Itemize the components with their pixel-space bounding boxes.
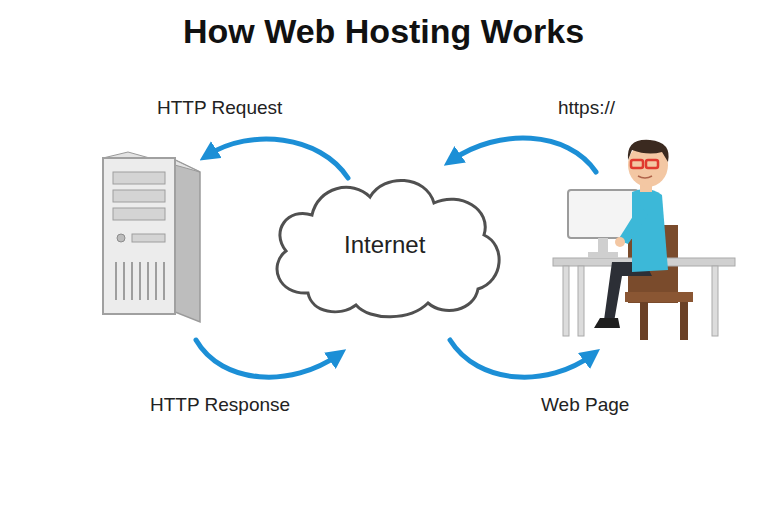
- monitor-stand: [598, 238, 608, 254]
- shirt: [632, 189, 668, 272]
- hair: [628, 140, 669, 162]
- server-bay: [113, 208, 165, 220]
- mouth: [638, 176, 652, 178]
- page-arrow: [450, 340, 592, 377]
- request-arrow: [208, 139, 348, 178]
- hand: [615, 237, 625, 247]
- desk-leg: [578, 266, 584, 336]
- flow-label: HTTP Request: [157, 97, 282, 119]
- flow-arrows: [196, 138, 596, 377]
- shoe: [594, 318, 620, 328]
- diagram-title: How Web Hosting Works: [183, 12, 584, 51]
- flow-label: HTTP Response: [150, 394, 290, 416]
- server-button: [117, 234, 125, 242]
- server-vents: [116, 262, 164, 300]
- internet-cloud: Internet: [260, 165, 510, 325]
- chair-leg: [680, 300, 688, 340]
- server-side: [175, 160, 200, 322]
- cloud-shape: [277, 180, 499, 316]
- chair-leg: [640, 300, 648, 340]
- monitor-base: [588, 252, 618, 258]
- flow-label: https://: [558, 97, 615, 119]
- response-arrow: [196, 340, 338, 377]
- server-slot: [132, 234, 165, 242]
- server-icon: [103, 152, 200, 322]
- cloud-label: Internet: [344, 231, 425, 259]
- glasses: [646, 160, 658, 168]
- flow-label: Web Page: [541, 394, 629, 416]
- server-front: [103, 158, 175, 314]
- server-bay: [113, 190, 165, 202]
- desk-leg: [712, 266, 718, 336]
- glasses: [631, 160, 643, 168]
- desk-leg: [563, 266, 569, 336]
- server-bay: [113, 172, 165, 184]
- chair-seat: [625, 292, 693, 302]
- user-figure: [553, 140, 735, 340]
- url-arrow: [452, 138, 596, 172]
